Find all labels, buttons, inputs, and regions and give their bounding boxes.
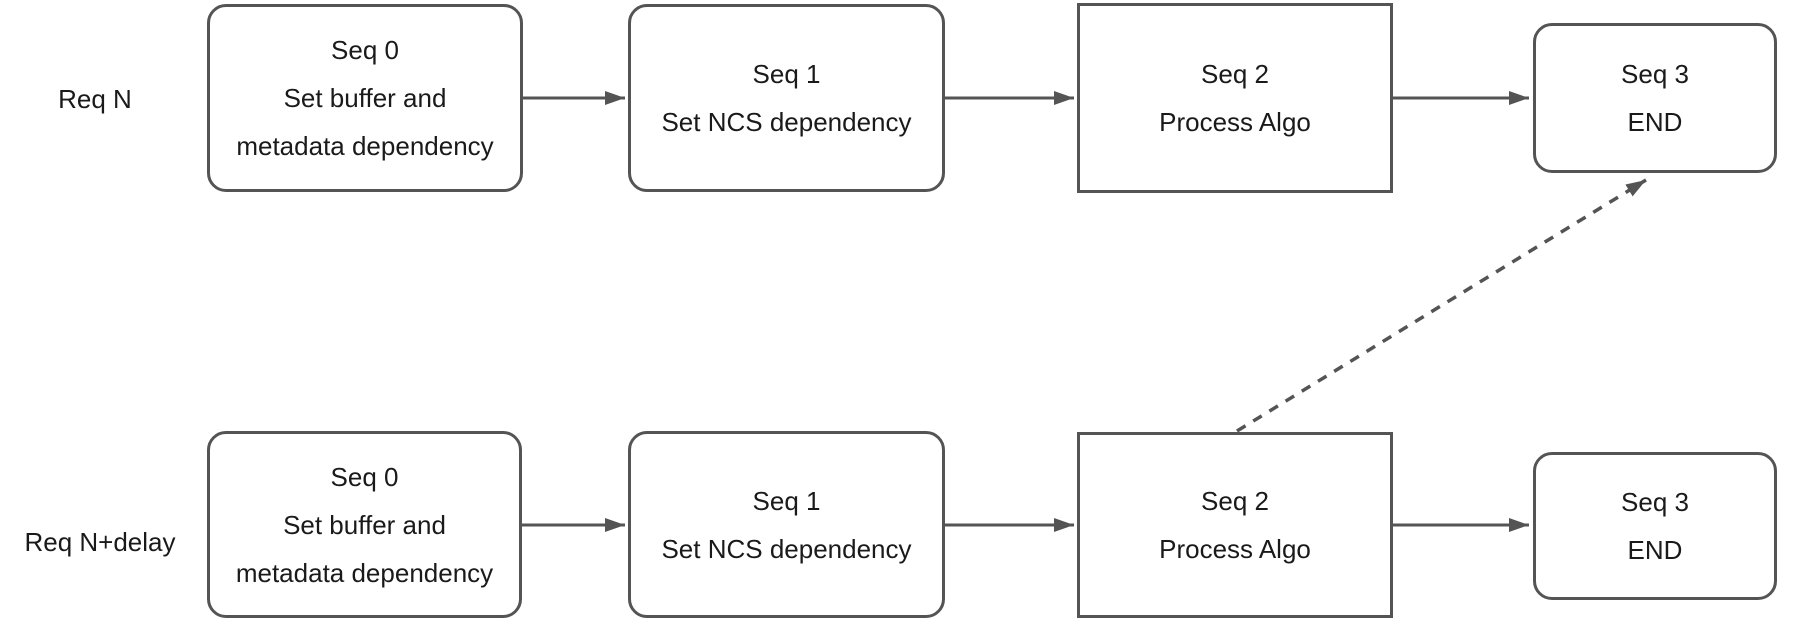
- dashed-arrow-req-n-delay-seq2-to-req-n-seq3: [1236, 178, 1647, 433]
- node-line: Seq 2: [1201, 486, 1269, 516]
- node-line: Seq 0: [331, 35, 399, 65]
- node-req-n-delay-seq2: Seq 2 Process Algo: [1077, 432, 1393, 618]
- node-req-n-delay-seq3: Seq 3 END: [1533, 452, 1777, 600]
- node-req-n-seq0: Seq 0 Set buffer and metadata dependency: [207, 4, 523, 192]
- node-line: metadata dependency: [236, 131, 494, 161]
- node-req-n-seq1: Seq 1 Set NCS dependency: [628, 4, 945, 192]
- row-label-req-n: Req N: [58, 84, 132, 114]
- node-line: Set buffer and: [283, 509, 446, 540]
- node-line: metadata dependency: [235, 557, 494, 588]
- node-line: Seq 2: [1201, 59, 1269, 89]
- node-line: Set NCS dependency: [661, 533, 912, 564]
- node-line: END: [1627, 107, 1683, 137]
- node-line: Seq 3: [1621, 487, 1689, 517]
- node-req-n-seq2: Seq 2 Process Algo: [1077, 3, 1393, 193]
- node-line: Set NCS dependency: [661, 107, 912, 137]
- row-label-req-n-delay: Req N+delay: [24, 527, 176, 557]
- node-line: END: [1627, 535, 1683, 565]
- node-line: Set buffer and: [283, 83, 447, 113]
- node-line: Seq 3: [1621, 59, 1689, 89]
- node-line: Seq 1: [752, 485, 821, 516]
- node-req-n-seq3: Seq 3 END: [1533, 23, 1777, 173]
- node-req-n-delay-seq0: Seq 0 Set buffer and metadata dependency: [207, 431, 522, 618]
- node-line: Process Algo: [1159, 107, 1311, 137]
- node-req-n-delay-seq1: Seq 1 Set NCS dependency: [628, 431, 945, 618]
- node-line: Seq 1: [752, 59, 821, 89]
- node-line: Process Algo: [1159, 534, 1311, 564]
- node-line: Seq 0: [330, 461, 399, 492]
